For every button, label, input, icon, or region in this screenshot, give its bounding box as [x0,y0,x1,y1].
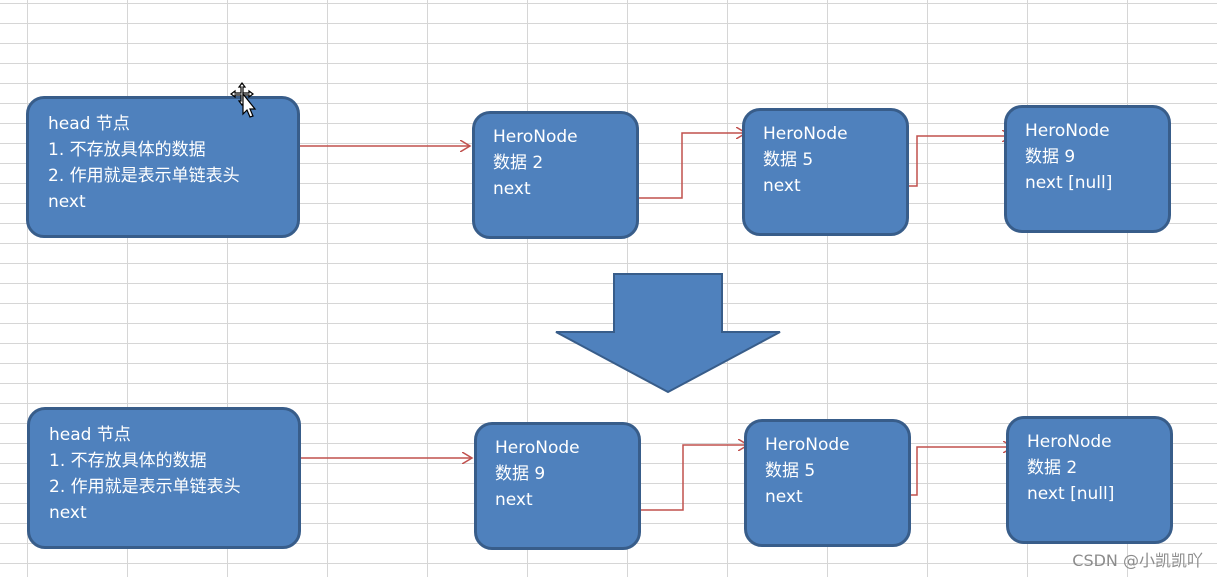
hero-node-after-2: HeroNode 数据 5 next [744,419,911,547]
node-data-label: 数据 5 [765,461,816,481]
node-data-label: 数据 9 [1025,147,1076,167]
head-title: head 节点 [48,114,130,134]
node-type-label: HeroNode [495,438,580,458]
pointer-node1-to-node2-before [614,133,746,199]
move-cursor-icon [230,82,257,118]
node-next-label: next [765,487,803,507]
node-data-label: 数据 5 [763,150,814,170]
node-next-label: next [495,490,533,510]
node-next-label: next [null] [1025,173,1113,193]
node-type-label: HeroNode [1025,121,1110,141]
head-note-2: 2. 作用就是表示单链表头 [49,477,241,497]
head-note-2: 2. 作用就是表示单链表头 [48,166,240,186]
head-note-1: 1. 不存放具体的数据 [49,451,207,471]
head-node-before: head 节点 1. 不存放具体的数据 2. 作用就是表示单链表头 next [26,96,300,238]
node-type-label: HeroNode [763,124,848,144]
node-next-label: next [null] [1027,484,1115,504]
node-data-label: 数据 2 [1027,458,1078,478]
node-data-label: 数据 2 [493,153,544,173]
hero-node-after-1: HeroNode 数据 9 next [474,422,641,550]
hero-node-before-2: HeroNode 数据 5 next [742,108,909,236]
head-title: head 节点 [49,425,131,445]
node-type-label: HeroNode [1027,432,1112,452]
down-arrow-icon [555,273,781,394]
node-next-label: next [493,179,531,199]
hero-node-before-3: HeroNode 数据 9 next [null] [1004,105,1171,233]
head-note-1: 1. 不存放具体的数据 [48,140,206,160]
head-next-label: next [49,503,87,523]
node-data-label: 数据 9 [495,464,546,484]
pointer-node1-to-node2-after [614,445,748,511]
watermark: CSDN @小凯凯吖 [1072,551,1203,570]
hero-node-before-1: HeroNode 数据 2 next [472,111,639,239]
node-next-label: next [763,176,801,196]
node-type-label: HeroNode [765,435,850,455]
head-node-after: head 节点 1. 不存放具体的数据 2. 作用就是表示单链表头 next [27,407,301,549]
head-next-label: next [48,192,86,212]
node-type-label: HeroNode [493,127,578,147]
hero-node-after-3: HeroNode 数据 2 next [null] [1006,416,1173,544]
